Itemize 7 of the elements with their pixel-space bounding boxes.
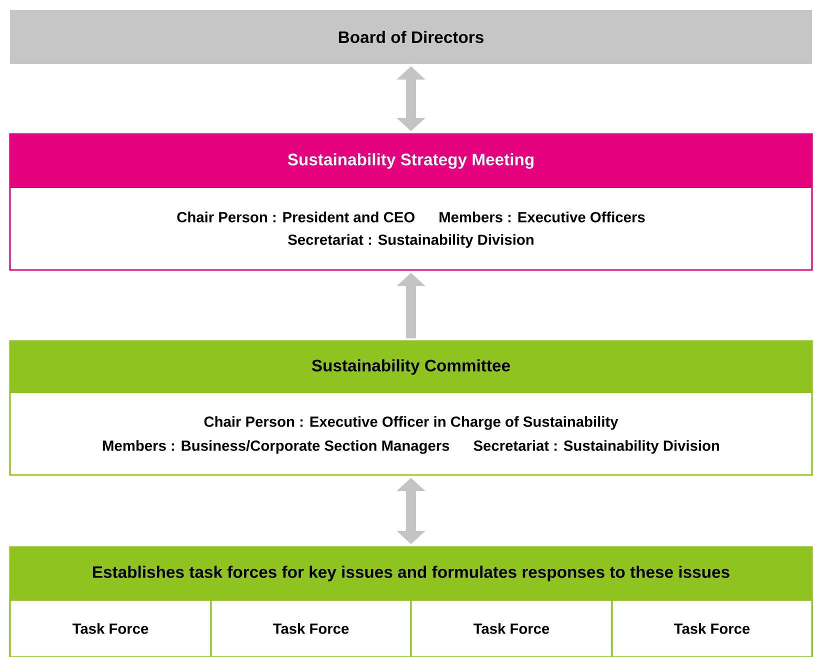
committee-box: Sustainability Committee Chair Person : Executive Officer in Charge of Sustainability Members : Business/Corporate Section Managers Secretariat : Sustainability Division bbox=[9, 340, 813, 476]
board-box: Board of Directors bbox=[10, 10, 812, 64]
task-force-cell: Task Force bbox=[611, 599, 813, 657]
task-force-cell: Task Force bbox=[210, 599, 412, 657]
meeting-box: Sustainability Strategy Meeting Chair Person : President and CEO Members : Executive Officers Secretariat : Sustainability Division bbox=[9, 133, 813, 271]
task-force-cell: Task Force bbox=[410, 599, 613, 657]
task-force-cell: Task Force bbox=[9, 599, 212, 657]
